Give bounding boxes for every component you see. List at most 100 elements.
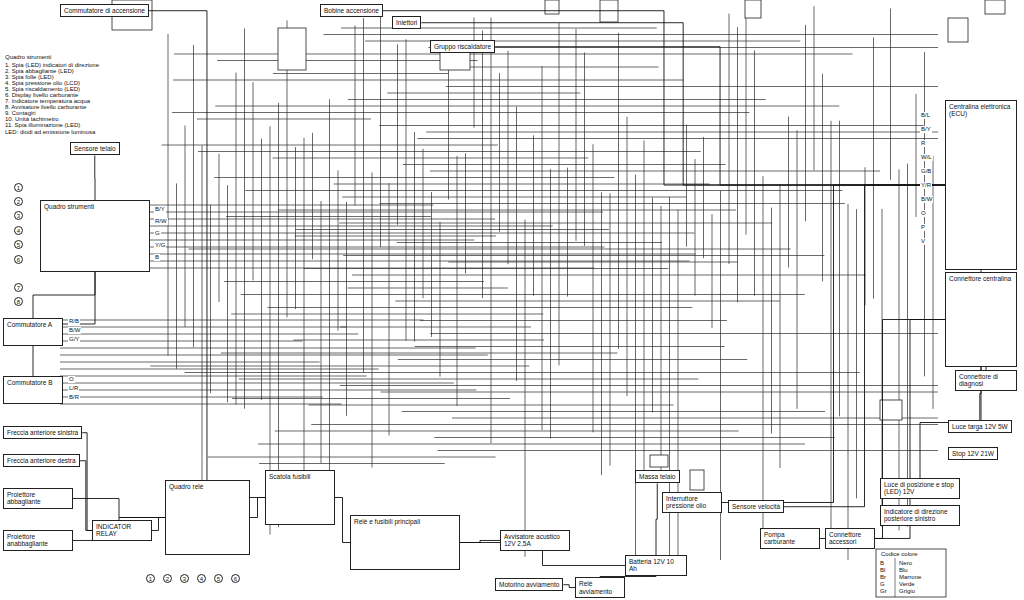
wire-label: Y/R [920,182,932,189]
wire [593,144,594,432]
wire [890,8,891,179]
wire [414,132,415,342]
wire [338,170,339,330]
component-label: INDICATOR RELAY [96,523,148,538]
wire [426,132,938,133]
component-box: Scatola fusibili [265,470,335,525]
wire-connector [152,518,165,531]
wire-connector [250,498,265,518]
wire-connector [73,498,165,517]
wire [423,149,424,299]
connector-block [880,400,902,420]
wire-label: G/Y [68,336,80,343]
wire-label: R/W [154,218,168,225]
wire [275,431,739,432]
table-rule [895,558,896,597]
component-box: Batteria 12V 10 Ah [625,555,687,576]
component-label: Commutatore B [7,379,59,386]
wire [397,44,398,224]
wire [403,164,726,165]
component-label: Relè e fusibili principali [354,518,456,525]
component-label: Motorino avviamento [499,581,559,588]
component-box: Stop 12V 21W [948,447,998,460]
component-label: Stop 12V 21W [952,450,994,457]
wire [324,34,938,35]
wire [907,164,908,527]
wire-label: R/B [68,318,80,325]
component-label: Batteria 12V 10 Ah [629,558,683,573]
wire [457,156,458,406]
wire-label: B/Y [920,126,932,133]
wire [379,125,923,126]
wire [703,137,704,258]
wire [348,288,508,289]
component-label: Commutatore A [7,321,59,328]
component-label: Connettore centralina [949,275,1013,282]
wire [232,398,510,399]
wire [771,208,772,434]
wire [348,99,766,100]
wire-connector [383,11,945,185]
wire [261,139,262,400]
connector-block [650,455,668,467]
wire-connector [563,585,575,588]
wire [208,457,496,458]
wire [567,168,568,297]
wire [618,33,619,349]
component-label: Avvisatore acustico 12V 2,5A [504,533,566,548]
wire [172,112,749,113]
wire-label: Marrone [898,574,922,581]
wire [339,223,772,224]
component-label: Pompa carburante [764,531,816,546]
component-label: Indicatore di direzione posteriore sinis… [884,508,956,523]
wire [304,138,305,493]
callout-number: 7 [14,283,23,292]
component-label: Connettore accessori [829,531,871,546]
connector-block [985,0,1005,14]
wire [60,383,454,384]
callout-number: 6 [231,574,240,583]
component-label: Massa telaio [639,473,676,480]
wire [420,320,727,321]
wire-label: G [154,230,161,237]
wire-label: O [68,376,75,383]
wire [342,197,686,198]
wire [584,52,585,245]
wire [533,135,534,295]
wire [899,169,900,530]
wire [231,314,543,315]
component-box: Quadro strumenti [40,200,150,272]
wire-connector [656,483,657,555]
wire [150,240,474,241]
wire-label: Codice colore [880,551,919,558]
callout-number: 5 [214,574,223,583]
wire-label: L/R [68,385,79,392]
wire-label: B/Y [154,206,166,213]
wire [525,220,526,557]
wire-label: B/R [68,394,80,401]
component-box: Pompa carburante [760,528,820,549]
wire [601,192,602,475]
callout-number: 3 [14,211,23,220]
component-box: Luce targa 12V 5W [948,420,1012,433]
wire [341,28,657,29]
wire [245,190,842,191]
wire [278,103,279,527]
callout-number: 8 [14,297,23,306]
component-box: Iniettori [392,16,421,29]
wire [805,25,806,221]
wire-label: Blu [898,567,909,574]
wire [329,99,330,473]
component-label: Gruppo riscaldatore [434,43,491,50]
wire [253,82,254,280]
callout-number: 6 [14,255,23,264]
component-box: Connettore di diagnosi [955,370,1017,391]
connector-block [690,470,704,490]
wire [295,147,296,309]
wire [150,268,594,269]
component-label: Freccia anteriore destra [7,457,76,464]
wire [355,25,356,205]
